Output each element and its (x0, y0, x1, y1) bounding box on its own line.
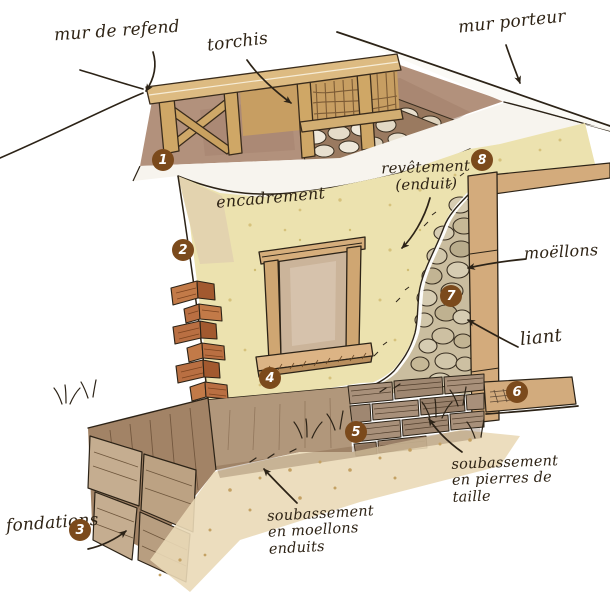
badge-4: 4 (259, 367, 281, 389)
base-rendered (208, 387, 352, 470)
arrow-to-fondations (87, 530, 127, 550)
annotation-arrows (87, 44, 527, 550)
refend-wall-edge (0, 69, 144, 159)
chipping-ticks (373, 172, 465, 357)
render-speckles (228, 138, 562, 387)
corner-post-and-rail (467, 162, 610, 424)
window-head (258, 236, 366, 265)
timber-frame-wall (145, 53, 456, 163)
label-soubassement-pierres: soubassement en pierres de taille (451, 453, 559, 506)
badge-3: 3 (69, 519, 91, 541)
badge-8: 8 (471, 149, 493, 171)
arrow-to-liant (467, 319, 519, 348)
arrow-to-moellons (467, 258, 527, 270)
arrow-to-mur-de-refend (145, 51, 156, 92)
badge-6: 6 (506, 381, 528, 403)
foundation-stones (87, 435, 197, 583)
badge-5: 5 (345, 421, 367, 443)
label-soubassement-moellons: soubassement en moellons enduits (266, 503, 375, 558)
label-liant: liant (518, 324, 563, 351)
window (255, 236, 374, 378)
sand-speckles (158, 438, 472, 577)
window-right-jamb (345, 245, 362, 353)
label-moellons: moëllons (523, 240, 599, 263)
label-revetement: revêtement (enduit) (380, 156, 471, 195)
ground (53, 379, 520, 592)
torchis-wattle (312, 71, 398, 125)
badge-1: 1 (152, 149, 174, 171)
arrow-to-torchis (246, 59, 292, 104)
base-stone-blocks (347, 373, 485, 457)
badge-2: 2 (172, 239, 194, 261)
sill-underside (257, 355, 373, 378)
grass-tufts (53, 379, 485, 463)
arrow-to-revetement (401, 197, 431, 249)
arrow-to-moellons-enduits (263, 468, 298, 504)
corner-post (467, 171, 500, 424)
window-sill (255, 342, 374, 372)
badge-7: 7 (440, 285, 462, 307)
base-ledge-right (483, 376, 579, 415)
arrow-to-mur-porteur (505, 44, 521, 84)
base-wall (208, 373, 579, 470)
brick-quoins (170, 280, 229, 402)
arrow-to-pierres-de-taille (428, 418, 463, 453)
